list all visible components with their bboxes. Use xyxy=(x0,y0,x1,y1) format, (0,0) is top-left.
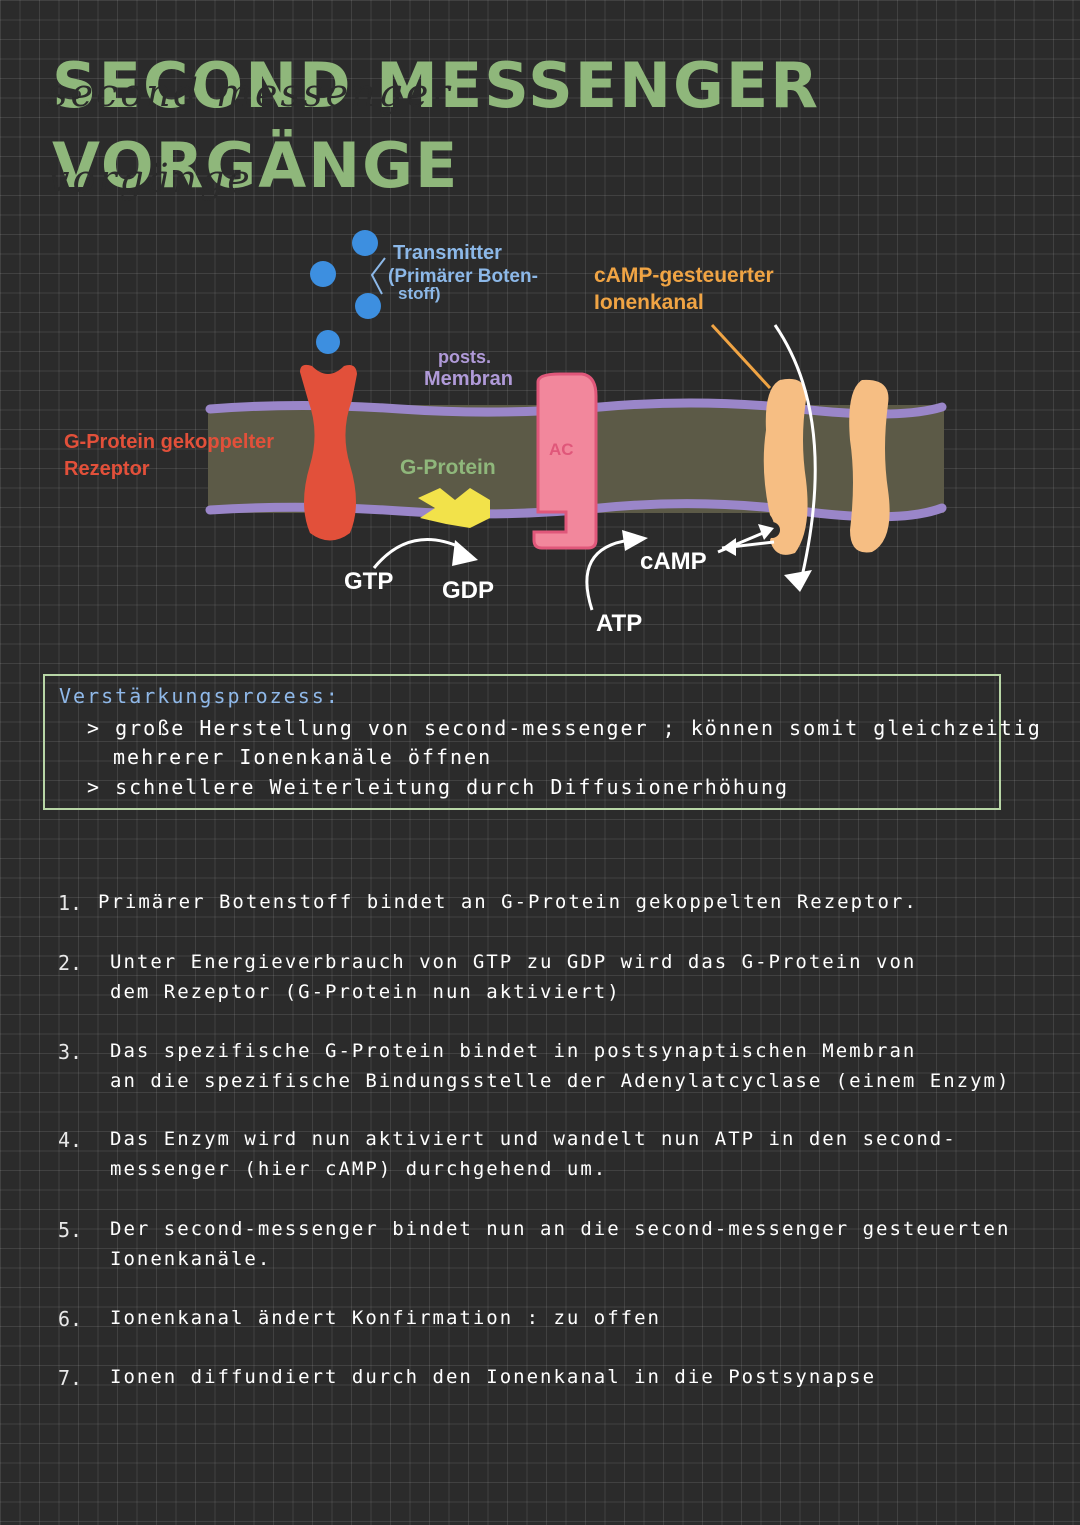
g-protein-coupled-receptor xyxy=(300,364,357,541)
step-text: Unter Energieverbrauch von GTP zu GDP wi… xyxy=(110,951,917,973)
step-text: Das Enzym wird nun aktiviert und wandelt… xyxy=(110,1128,957,1150)
ac-label: AC xyxy=(549,440,574,459)
step-number: 6. xyxy=(58,1307,83,1331)
step-number: 1. xyxy=(58,891,83,915)
ion-flow-arrow xyxy=(773,324,817,586)
amplification-title: Verstärkungsprozess: xyxy=(59,684,340,708)
step-text: Der second-messenger bindet nun an die s… xyxy=(110,1218,1011,1240)
step-text: Ionen diffundiert durch den Ionenkanal i… xyxy=(110,1366,877,1388)
transmitter-molecule xyxy=(310,261,336,287)
step-number: 4. xyxy=(58,1128,83,1152)
step-number: 7. xyxy=(58,1366,83,1390)
step-text-cont: Ionenkanäle. xyxy=(110,1248,272,1270)
transmitter-sublabel-1: (Primärer Boten- xyxy=(388,266,538,287)
page-title-line1: SECOND MESSENGER xyxy=(52,49,820,122)
step-text: Das spezifische G-Protein bindet in post… xyxy=(110,1040,917,1062)
camp-release-arrowhead xyxy=(722,538,736,556)
transmitter-molecule xyxy=(352,230,378,256)
adenylatcyclase-enzyme xyxy=(532,372,598,550)
gtp-gdp-arrowhead xyxy=(452,540,478,566)
camp-channel-label-1: cAMP-gesteuerter xyxy=(594,264,774,287)
transmitter-label: Transmitter xyxy=(393,242,502,264)
receptor-label-1: G-Protein gekoppelter xyxy=(64,431,275,453)
amplification-box: Verstärkungsprozess: > große Herstellung… xyxy=(43,674,1040,810)
atp-label: ATP xyxy=(596,610,643,637)
transmitter-molecule xyxy=(355,293,381,319)
amplification-bullet-2: > schnellere Weiterleitung durch Diffusi… xyxy=(87,775,790,799)
step-text-cont: dem Rezeptor (G-Protein nun aktiviert) xyxy=(110,981,621,1003)
camp-label: cAMP xyxy=(640,548,707,575)
gdp-label: GDP xyxy=(442,577,495,604)
step-text-cont: an die spezifische Bindungsstelle der Ad… xyxy=(110,1070,1011,1092)
transmitter-pointer xyxy=(370,257,386,295)
ion-flow-arrowhead xyxy=(784,570,812,592)
transmitter-sublabel-2: stoff) xyxy=(398,284,441,303)
atp-camp-arrow xyxy=(585,538,631,611)
ion-channel-right-subunit xyxy=(849,379,890,553)
camp-channel-pointer xyxy=(710,323,772,390)
step-number: 2. xyxy=(58,951,83,975)
amplification-bullet-1: > große Herstellung von second-messenger… xyxy=(87,716,1042,740)
step-number: 5. xyxy=(58,1218,83,1242)
camp-binding-arrowhead xyxy=(758,524,774,540)
step-text-cont: messenger (hier cAMP) durchgehend um. xyxy=(110,1158,608,1180)
page-title-script-line1: second messenger xyxy=(48,71,453,115)
transmitter-molecule xyxy=(316,330,340,354)
amplification-bullet-1-cont: mehrerer Ionenkanäle öffnen xyxy=(113,745,493,769)
gtp-gdp-arrow xyxy=(372,538,463,569)
g-protein xyxy=(418,488,490,528)
page-title-script-line2: vorgänge xyxy=(48,157,253,201)
camp-channel-label-2: Ionenkanal xyxy=(594,291,704,314)
step-number: 3. xyxy=(58,1040,83,1064)
page-title-line2: VORGÄNGE xyxy=(52,129,460,202)
membrane-label-2: Membran xyxy=(424,368,513,390)
second-messenger-diagram xyxy=(205,230,947,611)
membrane-label-1: posts. xyxy=(438,347,492,367)
step-text: Ionenkanal ändert Konfirmation : zu offe… xyxy=(110,1307,661,1329)
gtp-label: GTP xyxy=(344,568,394,595)
receptor-label-2: Rezeptor xyxy=(64,458,150,480)
step-text: Primärer Botenstoff bindet an G-Protein … xyxy=(98,891,918,913)
g-protein-label: G-Protein xyxy=(400,456,496,479)
atp-camp-arrowhead xyxy=(622,530,648,551)
ion-channel-left-subunit xyxy=(763,378,808,555)
